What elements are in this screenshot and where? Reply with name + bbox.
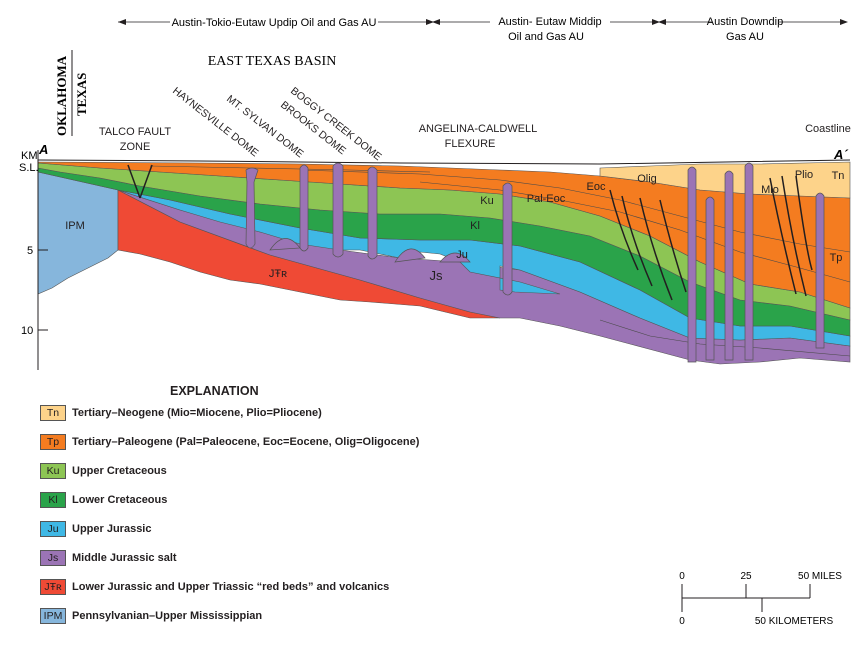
diapir-5 [815, 192, 825, 349]
scale-km-0: 0 [679, 616, 685, 627]
legend-text: Lower Jurassic and Upper Triassic “red b… [72, 581, 390, 593]
unit-mio-label: Mio [761, 184, 779, 196]
coastline-label: Coastline [805, 123, 851, 135]
legend-item: Kl Lower Cretaceous [40, 491, 167, 509]
diapir-1 [687, 166, 697, 363]
legend-item: Tn Tertiary–Neogene (Mio=Miocene, Plio=Pl… [40, 404, 322, 422]
state-labels: OKLAHOMA TEXAS [54, 50, 89, 136]
unit-pal-eoc-label: Pal-Eoc [527, 193, 566, 205]
angelina-label-1: ANGELINA-CALDWELL [419, 123, 538, 135]
legend-item: JŦʀ Lower Jurassic and Upper Triassic “re… [40, 578, 389, 596]
unit-labels: IPM JŦʀ Js Ju Kl Ku Pal-Eoc Eoc Olig Mio… [65, 169, 844, 283]
diapir-4 [744, 162, 754, 361]
legend-swatch: Js [40, 550, 66, 566]
talco-fault-1 [127, 164, 141, 199]
au-updip-label: Austin-Tokio-Eutaw Updip Oil and Gas AU [172, 17, 377, 29]
legend-swatch: Kl [40, 492, 66, 508]
depth-tick-5: 5 [27, 245, 33, 257]
legend-text: Lower Cretaceous [72, 494, 168, 506]
haynesville-label: HAYNESVILLE DOME [170, 85, 260, 159]
legend-item: IPM Pennsylvanian–Upper Mississippian [40, 607, 262, 625]
unit-tn-label: Tn [832, 170, 845, 182]
cross-section [37, 159, 851, 365]
legend-text: Middle Jurassic salt [72, 552, 177, 564]
scale-miles-50: 50 MILES [798, 571, 842, 582]
depth-unit-km: KM [21, 150, 38, 162]
legend-item: Ju Upper Jurassic [40, 520, 151, 538]
legend-text: Tertiary–Neogene (Mio=Miocene, Plio=Plio… [72, 407, 322, 419]
flexure-dome [502, 182, 513, 296]
unit-ku-label: Ku [480, 195, 493, 207]
mt-sylvan-dome [299, 164, 309, 252]
legend-swatch: Ju [40, 521, 66, 537]
scale-miles-0: 0 [679, 571, 685, 582]
unit-js-label: Js [430, 268, 444, 283]
scale-bar-graphic: 0 25 50 MILES 0 50 KILOMETERS [679, 571, 842, 627]
boggy-creek-dome [367, 166, 378, 260]
faults [127, 164, 813, 301]
layer-ipm [37, 171, 119, 295]
brooks-dome [332, 162, 344, 258]
section-end-label: A´ [833, 147, 848, 162]
au-downdip-label-1: Austin Downdip [707, 16, 783, 28]
scale-miles-25: 25 [740, 571, 752, 582]
au-middip-label-2: Oil and Gas AU [508, 31, 584, 43]
salt-domes [245, 162, 825, 363]
angelina-label-2: FLEXURE [445, 138, 496, 150]
au-middip-label-1: Austin- Eutaw Middip [498, 16, 601, 28]
depth-unit-sl: S.L. [19, 162, 39, 174]
state-texas: TEXAS [74, 73, 89, 116]
state-oklahoma: OKLAHOMA [54, 55, 69, 136]
scale-bar: 0 25 50 MILES 0 50 KILOMETERS [670, 566, 850, 630]
legend-swatch: JŦʀ [40, 579, 66, 595]
unit-jtr-label: JŦʀ [269, 268, 287, 280]
basin-label: EAST TEXAS BASIN [208, 54, 337, 69]
legend-title: EXPLANATION [170, 384, 259, 398]
feature-labels: TALCO FAULT ZONE HAYNESVILLE DOME MT. SY… [99, 85, 851, 163]
diapir-3 [724, 170, 734, 361]
au-downdip-label-2: Gas AU [726, 31, 764, 43]
unit-kl-label: Kl [470, 220, 480, 232]
legend-text: Upper Jurassic [72, 523, 152, 535]
unit-plio-label: Plio [795, 169, 813, 181]
section-start-label: A [38, 142, 48, 157]
legend-item: Tp Tertiary–Paleogene (Pal=Paleocene, Eoc… [40, 433, 419, 451]
legend-text: Pennsylvanian–Upper Mississippian [72, 610, 263, 622]
layer-tp [37, 161, 851, 309]
unit-tp-label: Tp [830, 252, 843, 264]
talco-label-1: TALCO FAULT [99, 126, 172, 138]
legend-text: Tertiary–Paleogene (Pal=Paleocene, Eoc=E… [72, 436, 420, 448]
legend-swatch: Tp [40, 434, 66, 450]
talco-label-2: ZONE [120, 141, 151, 153]
diapir-2 [705, 196, 715, 361]
assessment-unit-header [118, 19, 848, 25]
depth-tick-10: 10 [21, 325, 33, 337]
mt-sylvan-label: MT. SYLVAN DOME [224, 93, 306, 160]
depth-axis: KM S.L. 5 10 [19, 150, 48, 370]
legend-text: Upper Cretaceous [72, 465, 167, 477]
haynesville-dome [245, 167, 259, 249]
legend-item: Ku Upper Cretaceous [40, 462, 167, 480]
scale-km-50: 50 KILOMETERS [755, 616, 834, 627]
legend-swatch: Ku [40, 463, 66, 479]
unit-olig-label: Olig [637, 173, 657, 185]
unit-ipm-label: IPM [65, 220, 85, 232]
unit-eoc-label: Eoc [587, 181, 606, 193]
legend-item: Js Middle Jurassic salt [40, 549, 177, 567]
talco-fault-2 [139, 164, 153, 199]
legend-swatch: IPM [40, 608, 66, 624]
legend-swatch: Tn [40, 405, 66, 421]
unit-ju-label: Ju [456, 249, 468, 261]
